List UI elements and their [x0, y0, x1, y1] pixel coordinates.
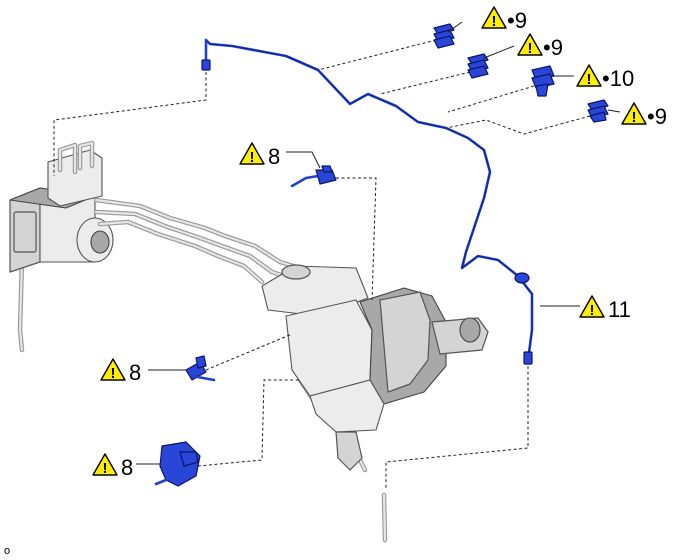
- svg-text:!: !: [590, 302, 595, 319]
- leader-lines: [53, 21, 621, 490]
- callout-sensor-clip: ! 8: [239, 142, 280, 169]
- callout-top-3: ! •10: [576, 64, 634, 91]
- svg-text:•10: •10: [602, 66, 634, 91]
- clamp-top-3: [531, 65, 555, 97]
- svg-text:8: 8: [121, 455, 133, 480]
- caution-icon: [92, 453, 118, 476]
- bracket-bottom: [154, 441, 201, 487]
- callout-line-11: ! 11: [579, 295, 631, 322]
- caution-icon: [576, 64, 602, 87]
- caution-icon: [100, 358, 126, 381]
- caution-icon: [621, 102, 647, 125]
- caution-icon: [481, 6, 507, 29]
- svg-text:11: 11: [608, 297, 631, 322]
- svg-text:!: !: [492, 13, 497, 30]
- clamp-top-2: [467, 53, 489, 79]
- svg-text:•9: •9: [647, 104, 667, 129]
- figure-corner-label: o: [4, 545, 10, 557]
- caution-icon: [517, 33, 543, 56]
- clamp-top-1: [433, 23, 455, 49]
- brake-line-no11: [201, 38, 534, 365]
- clamp-top-4: [587, 99, 609, 123]
- svg-text:•9: •9: [507, 8, 527, 33]
- sensor-connector: [290, 165, 337, 188]
- svg-text:!: !: [587, 71, 592, 88]
- clip-mid: [185, 355, 216, 382]
- callout-clip-bottom: ! 8: [92, 453, 133, 480]
- svg-text:!: !: [111, 365, 116, 382]
- callout-top-4: ! •9: [621, 102, 667, 129]
- caution-icon: [239, 142, 265, 165]
- brake-booster-master-cylinder: [261, 264, 489, 471]
- callout-top-1: ! •9: [481, 6, 527, 33]
- svg-text:8: 8: [268, 144, 280, 169]
- svg-text:!: !: [250, 149, 255, 166]
- svg-text:8: 8: [129, 360, 141, 385]
- abs-actuator: [9, 140, 114, 353]
- svg-text:•9: •9: [543, 35, 563, 60]
- callout-top-2: ! •9: [517, 33, 563, 60]
- svg-text:!: !: [103, 460, 108, 477]
- callout-clip-mid: ! 8: [100, 358, 141, 385]
- caution-icon: [579, 295, 605, 318]
- svg-text:!: !: [528, 40, 533, 57]
- svg-text:!: !: [632, 109, 637, 126]
